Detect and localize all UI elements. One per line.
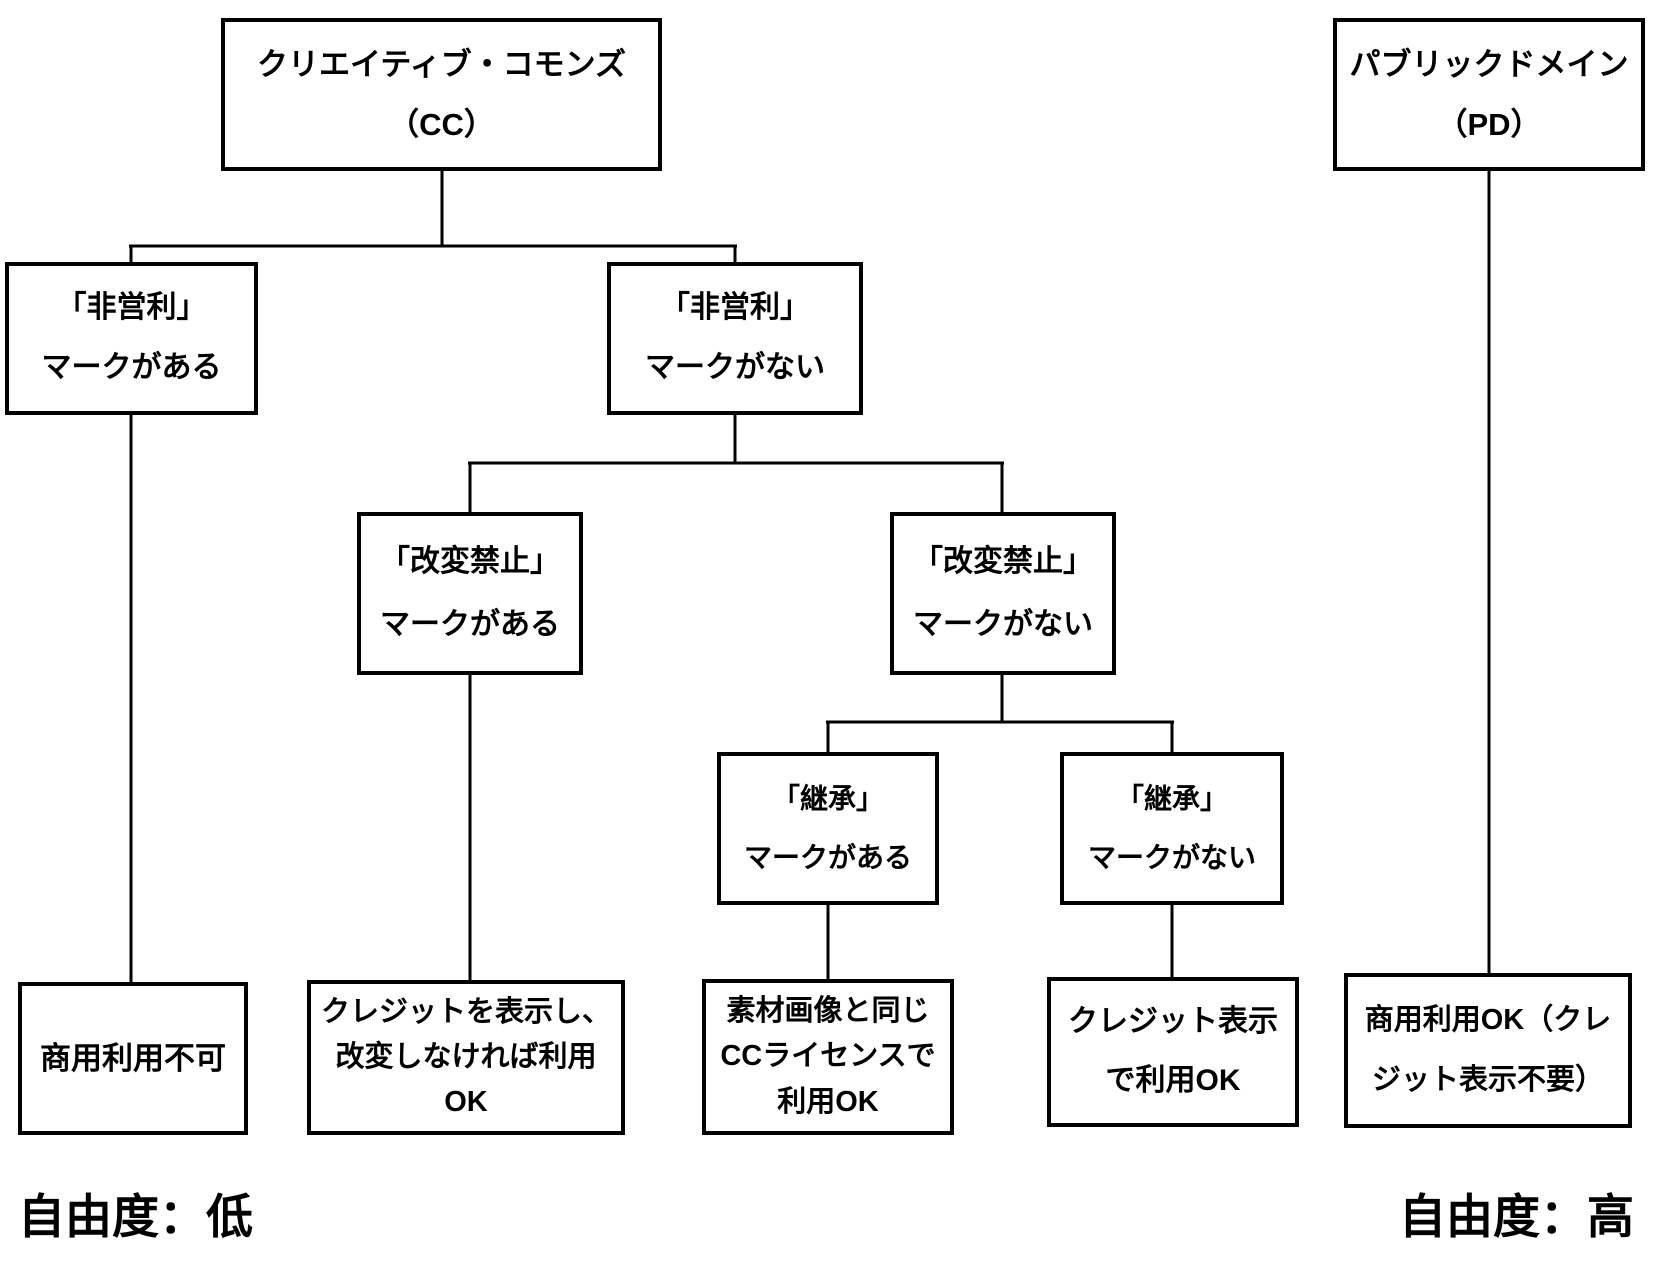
node-text-line: 利用OK: [777, 1085, 879, 1118]
node-text-line: 商用利用不可: [40, 1040, 226, 1076]
node-noncommercial-mark-absent: 「非営利」 マークがない: [607, 262, 863, 415]
node-text-line: 「継承」: [771, 782, 884, 814]
node-sharealike-mark-present: 「継承」 マークがある: [717, 752, 939, 905]
node-text-line: で利用OK: [1105, 1064, 1241, 1098]
node-noncommercial-mark-present: 「非営利」 マークがある: [5, 262, 258, 415]
node-result-commercial-ok-no-credit: 商用利用OK（クレ ジット表示不要）: [1344, 973, 1632, 1128]
node-text-line: （CC）: [388, 106, 495, 142]
node-text-line: マークがない: [913, 607, 1093, 641]
node-noderivatives-mark-present: 「改変禁止」 マークがある: [357, 512, 583, 675]
node-text-line: （PD）: [1436, 106, 1542, 142]
node-text-line: マークがある: [380, 607, 560, 641]
node-creative-commons: クリエイティブ・コモンズ （CC）: [221, 18, 662, 171]
node-text-line: クレジット表示: [1068, 1005, 1278, 1039]
node-text-line: 「非営利」: [56, 291, 207, 325]
node-text-line: クレジットを表示し、: [320, 995, 611, 1028]
node-text-line: CCライセンスで: [720, 1040, 936, 1073]
node-text-line: マークがない: [645, 351, 825, 385]
node-result-same-cc-license-ok: 素材画像と同じ CCライセンスで 利用OK: [702, 979, 954, 1135]
node-text-line: マークがある: [41, 351, 222, 385]
node-text-line: マークがない: [1087, 841, 1256, 873]
node-text-line: クリエイティブ・コモンズ: [257, 46, 626, 82]
node-text-line: マークがある: [743, 841, 912, 873]
node-sharealike-mark-absent: 「継承」 マークがない: [1060, 752, 1284, 905]
node-result-credit-display-ok: クレジット表示 で利用OK: [1047, 977, 1299, 1127]
node-text-line: パブリックドメイン: [1349, 46, 1629, 82]
node-public-domain: パブリックドメイン （PD）: [1333, 18, 1645, 171]
node-text-line: 「改変禁止」: [380, 544, 560, 578]
node-text-line: 改変しなければ利用: [335, 1040, 597, 1073]
node-text-line: ジット表示不要）: [1371, 1063, 1604, 1096]
freedom-low-label: 自由度：低: [18, 1190, 253, 1243]
node-text-line: 「継承」: [1115, 782, 1228, 814]
node-text-line: 「改変禁止」: [913, 544, 1093, 578]
node-text-line: OK: [444, 1085, 488, 1118]
node-result-no-commercial-use: 商用利用不可: [18, 982, 248, 1135]
node-text-line: 素材画像と同じ: [726, 994, 930, 1027]
tree-edges: [129, 170, 1491, 983]
node-text-line: 「非営利」: [660, 291, 810, 325]
freedom-high-label: 自由度：高: [1399, 1190, 1634, 1243]
node-result-credit-no-changes-ok: クレジットを表示し、 改変しなければ利用 OK: [307, 980, 625, 1135]
node-text-line: 商用利用OK（クレ: [1364, 1003, 1612, 1036]
node-noderivatives-mark-absent: 「改変禁止」 マークがない: [890, 512, 1116, 675]
